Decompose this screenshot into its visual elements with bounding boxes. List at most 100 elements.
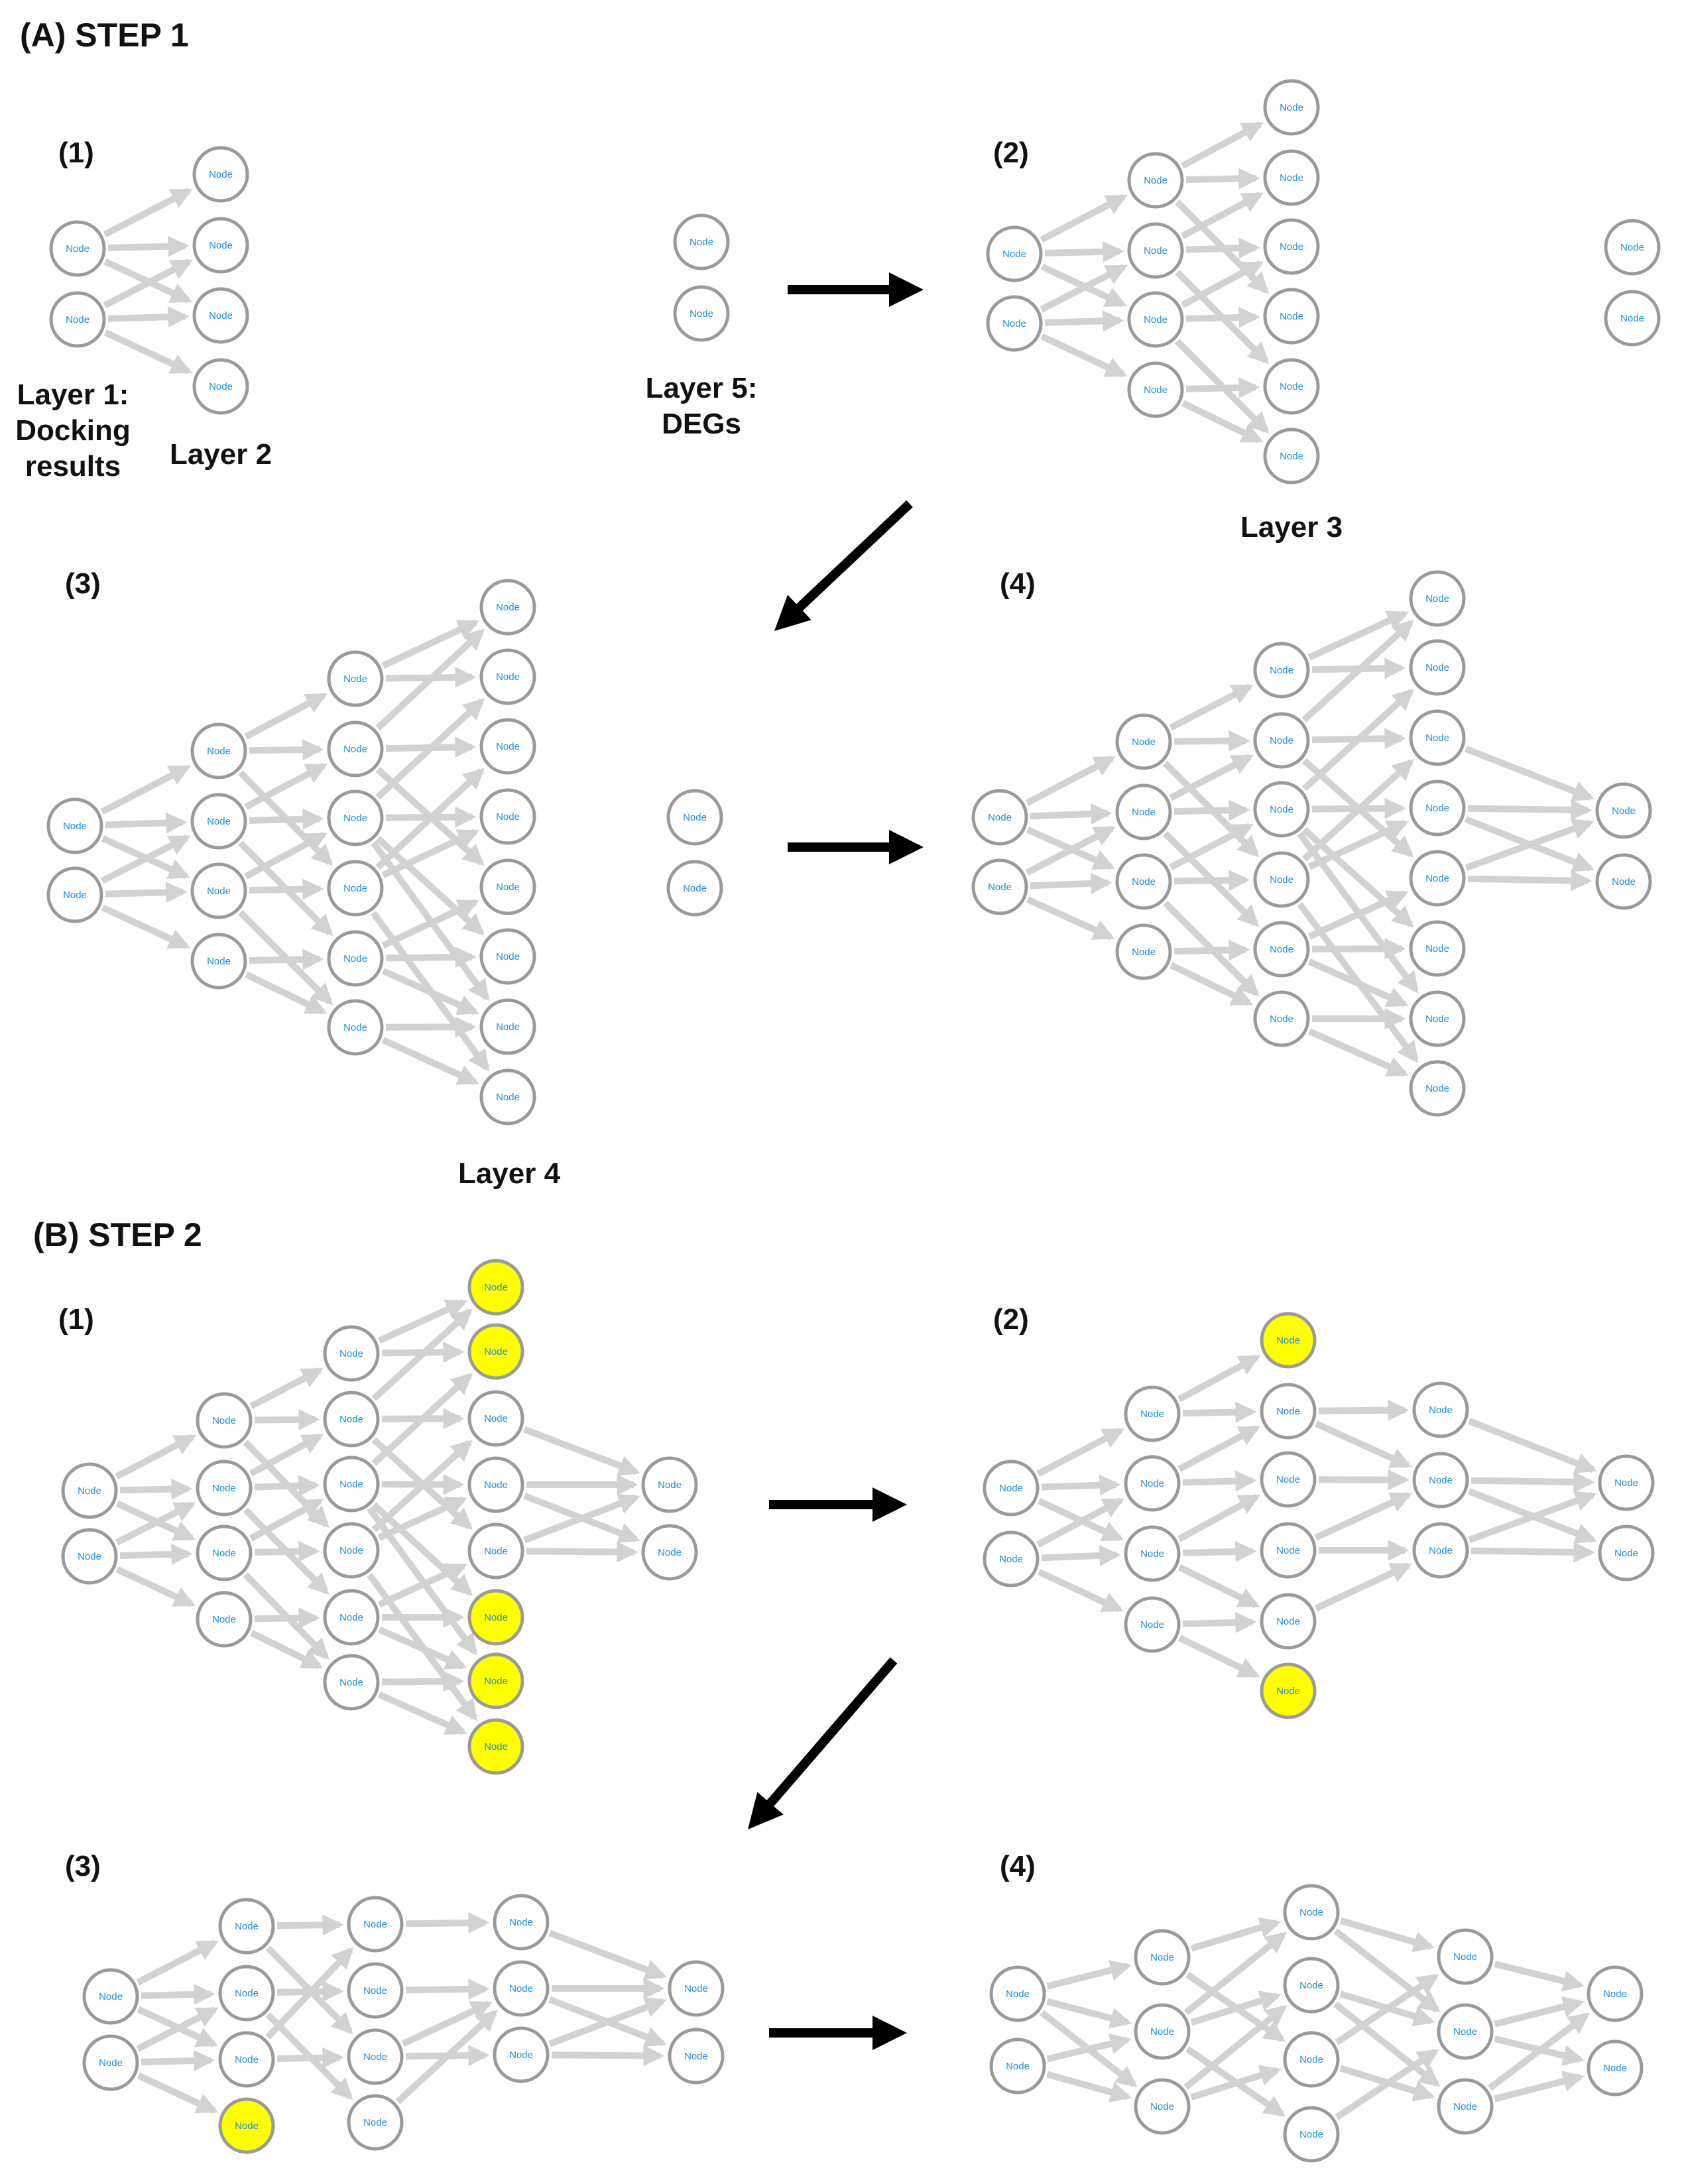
highlighted-node: Node — [467, 1589, 524, 1646]
network-node: Node — [1127, 291, 1184, 348]
node-label: Node — [99, 2057, 123, 2069]
network-node: Node — [1253, 921, 1310, 978]
node-circle — [61, 1462, 118, 1519]
network-edge — [1041, 1544, 1121, 1566]
node-label: Node — [496, 1021, 520, 1033]
node-label: Node — [1429, 1405, 1453, 1416]
panel-b1-label: (1) — [58, 1303, 94, 1336]
network-node: Node — [479, 998, 536, 1055]
network-edge — [249, 948, 324, 970]
network-edge — [371, 1373, 473, 1466]
node-label: Node — [496, 882, 520, 893]
node-circle — [467, 1652, 524, 1709]
network-node: Node — [323, 1654, 380, 1711]
network-edge — [1182, 1611, 1257, 1633]
network-edge — [105, 812, 188, 834]
network-node: Node — [327, 999, 384, 1056]
node-circle — [467, 1390, 524, 1447]
network-edge — [1181, 121, 1264, 169]
node-label: Node — [343, 1022, 367, 1033]
panel-b2-label: (2) — [993, 1303, 1029, 1336]
arrow-a2-to-a3 — [774, 500, 913, 631]
network-edge — [1173, 939, 1250, 961]
network-edge — [1190, 2065, 1282, 2100]
node-label: Node — [484, 1676, 508, 1687]
network-edge — [1307, 1028, 1409, 1077]
node-circle — [190, 722, 247, 779]
node-circle — [986, 295, 1043, 352]
network-edge — [375, 628, 485, 731]
panel-a3-edges — [100, 619, 490, 1086]
node-label: Node — [343, 813, 367, 824]
node-circle — [1115, 923, 1172, 980]
network-node: Node — [323, 1522, 380, 1579]
network-node: Node — [1598, 1454, 1655, 1511]
network-node: Node — [641, 1524, 698, 1581]
node-label: Node — [339, 1479, 363, 1490]
node-label: Node — [207, 816, 231, 827]
node-label: Node — [1453, 2101, 1477, 2112]
network-node: Node — [327, 930, 384, 987]
panel-a2-edges — [1040, 121, 1270, 443]
network-edge — [1301, 759, 1414, 862]
network-edge — [1307, 958, 1409, 1007]
node-circle — [1263, 79, 1320, 136]
node-circle — [1409, 1060, 1466, 1117]
network-node: Node — [1134, 2078, 1191, 2135]
network-edge — [1471, 1471, 1595, 1493]
node-label: Node — [484, 1282, 508, 1293]
node-circle — [467, 1589, 524, 1646]
network-edge — [1464, 816, 1594, 872]
network-edge — [103, 259, 193, 309]
node-circle — [1587, 2040, 1644, 2097]
node-circle — [1253, 921, 1310, 978]
node-circle — [327, 999, 384, 1056]
node-label: Node — [1620, 242, 1644, 253]
flow-arrow-head — [889, 272, 924, 307]
network-edge — [1181, 260, 1264, 308]
node-circle — [1115, 783, 1172, 840]
node-circle — [1409, 990, 1466, 1047]
network-node: Node — [1409, 920, 1466, 977]
network-node: Node — [1409, 850, 1466, 907]
network-edge — [523, 1426, 640, 1476]
network-edge — [1494, 1961, 1585, 1992]
network-node: Node — [190, 722, 247, 779]
node-label: Node — [1280, 241, 1303, 253]
network-node: Node — [467, 1523, 524, 1580]
network-edge — [1182, 1540, 1257, 1562]
node-label: Node — [339, 1545, 363, 1556]
node-circle — [467, 1718, 524, 1775]
network-node: Node — [1437, 2078, 1494, 2135]
highlighted-node: Node — [467, 1323, 524, 1380]
node-circle — [1598, 1524, 1655, 1581]
network-node: Node — [1134, 2003, 1191, 2060]
node-circle — [1409, 850, 1466, 907]
node-circle — [666, 789, 723, 846]
node-label: Node — [1150, 1952, 1174, 1963]
network-node: Node — [1115, 713, 1172, 770]
layer1-label-line1: Layer 1: — [17, 378, 129, 411]
network-edge — [1190, 1917, 1282, 1952]
node-circle — [493, 2026, 550, 2083]
node-circle — [479, 1068, 536, 1125]
network-node: Node — [190, 933, 247, 990]
node-label: Node — [1614, 1548, 1638, 1559]
node-label: Node — [66, 314, 90, 325]
node-label: Node — [1270, 874, 1293, 886]
network-edge — [377, 1298, 467, 1344]
node-circle — [46, 797, 103, 854]
node-label: Node — [1150, 2026, 1174, 2038]
network-node: Node — [323, 1325, 380, 1382]
network-node: Node — [46, 866, 103, 923]
network-node: Node — [467, 1390, 524, 1447]
node-circle — [668, 2028, 725, 2085]
node-label: Node — [1612, 876, 1636, 888]
node-circle — [1124, 1525, 1181, 1582]
node-label: Node — [343, 744, 367, 755]
node-label: Node — [1425, 943, 1449, 954]
node-circle — [1124, 1385, 1181, 1442]
network-edge — [381, 829, 479, 878]
panel-a2-nodes: NodeNodeNodeNodeNodeNodeNodeNodeNodeNode… — [986, 79, 1661, 485]
node-circle — [218, 2097, 275, 2154]
